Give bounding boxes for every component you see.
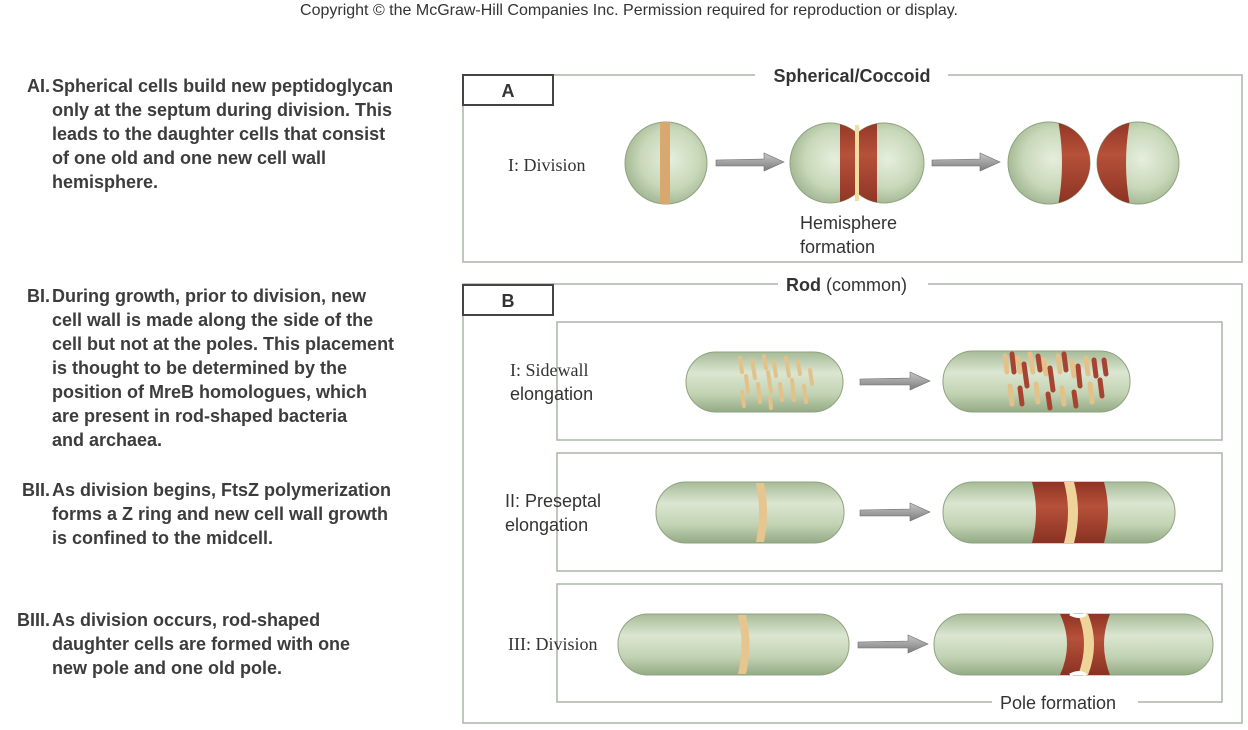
coccus-daughter-cells [1007, 121, 1180, 205]
panel-B: B Rod (common) I: Sidewall elongation [462, 275, 1243, 724]
coccus-hemisphere-formation [789, 122, 925, 204]
arrow-icon [931, 152, 1001, 172]
row-label-line: II: Preseptal [505, 491, 601, 511]
coccus-cell-dividing [624, 121, 708, 205]
septum-band [1078, 614, 1094, 675]
panel-B-caption: Pole formation [1000, 693, 1116, 713]
rod-cell-preseptal-start [655, 481, 845, 544]
description-tag: BII. [21, 480, 50, 500]
copyright-notice: Copyright © the McGraw-Hill Companies In… [300, 2, 958, 19]
panel-A-title: Spherical/Coccoid [773, 66, 930, 86]
new-wall-patches [1002, 351, 1109, 411]
description-text: During growth, prior to division, new ce… [52, 284, 394, 452]
row-label-line: elongation [505, 515, 588, 535]
description-line: hemisphere. [52, 172, 159, 192]
panel-A-caption-line1: Hemisphere [800, 213, 897, 233]
panel-B-box [462, 284, 554, 316]
description-tag: BIII. [16, 610, 50, 630]
arrow-icon [859, 502, 931, 522]
panel-B-title: Rod (common) [786, 275, 907, 295]
description-line: leads to the daughter cells that consist [52, 124, 386, 144]
description-line: cell wall is made along the side of the [52, 310, 374, 330]
description-line: daughter cells are formed with one [52, 634, 351, 654]
constriction [1069, 612, 1087, 677]
panel-A: A Spherical/Coccoid I: Division [462, 66, 1243, 263]
row-frame [556, 583, 1223, 703]
panel-A-box [462, 74, 554, 106]
arrow-icon [859, 371, 931, 391]
new-wall-patches [738, 354, 814, 410]
panel-A-row-label: I: Division [508, 155, 586, 175]
new-hemisphere [1058, 122, 1090, 204]
description-line: As division begins, FtsZ polymerization [52, 480, 392, 500]
description-text: As division begins, FtsZ polymerization … [52, 478, 391, 550]
description-line: is thought to be determined by the [52, 358, 348, 378]
description-text: As division occurs, rod-shaped daughter … [52, 608, 350, 680]
panel-B-title-bold: Rod [786, 275, 821, 295]
description-line: Spherical cells build new peptidoglycan [52, 76, 394, 96]
description-line: are present in rod-shaped bacteria [52, 406, 348, 426]
description-tag: AI. [26, 76, 50, 96]
z-ring-band [756, 483, 767, 542]
arrow-icon [715, 152, 785, 172]
rod-cell-dividing [933, 612, 1214, 677]
new-wall-half [840, 123, 857, 203]
row-frame [556, 321, 1223, 441]
row-label: I: Sidewall elongation [510, 360, 593, 404]
panel-A-label: A [502, 81, 515, 101]
row-label-line: elongation [510, 384, 593, 404]
caption-bg [992, 692, 1138, 714]
description-line: only at the septum during division. This [52, 100, 393, 120]
description-line: and archaea. [52, 430, 163, 450]
description-line: As division occurs, rod-shaped [52, 610, 321, 630]
z-ring-band [738, 615, 750, 674]
septum-band [660, 122, 670, 204]
rod-cell-division-start [617, 613, 850, 676]
description-text: Spherical cells build new peptidoglycan … [52, 74, 393, 194]
description-line: position of MreB homologues, which [52, 382, 367, 402]
rod-cell-sidewall-elongated [942, 350, 1131, 413]
rod-cell-preseptal-elongated [942, 481, 1176, 544]
septum-band [1064, 482, 1078, 543]
panel-A-caption-line2: formation [800, 237, 875, 257]
row-label: II: Preseptal elongation [505, 491, 606, 535]
panel-B-title-rest: (common) [821, 275, 907, 295]
row-label: III: Division [508, 634, 598, 654]
new-wall-half [857, 123, 877, 203]
description-tag: BI. [26, 286, 50, 306]
septum-line [855, 125, 859, 201]
description-line: of one old and one new cell wall [52, 148, 327, 168]
description-line: During growth, prior to division, new [52, 286, 366, 306]
description-line: is confined to the midcell. [52, 528, 274, 548]
arrow-icon [857, 634, 929, 654]
panel-B-label: B [502, 291, 515, 311]
description-line: new pole and one old pole. [52, 658, 283, 678]
description-line: cell but not at the poles. This placemen… [52, 334, 395, 354]
rod-cell-sidewall-start [685, 351, 844, 413]
description-line: forms a Z ring and new cell wall growth [52, 504, 389, 524]
row-frame [556, 452, 1223, 572]
row-label-line: I: Sidewall [510, 360, 589, 380]
